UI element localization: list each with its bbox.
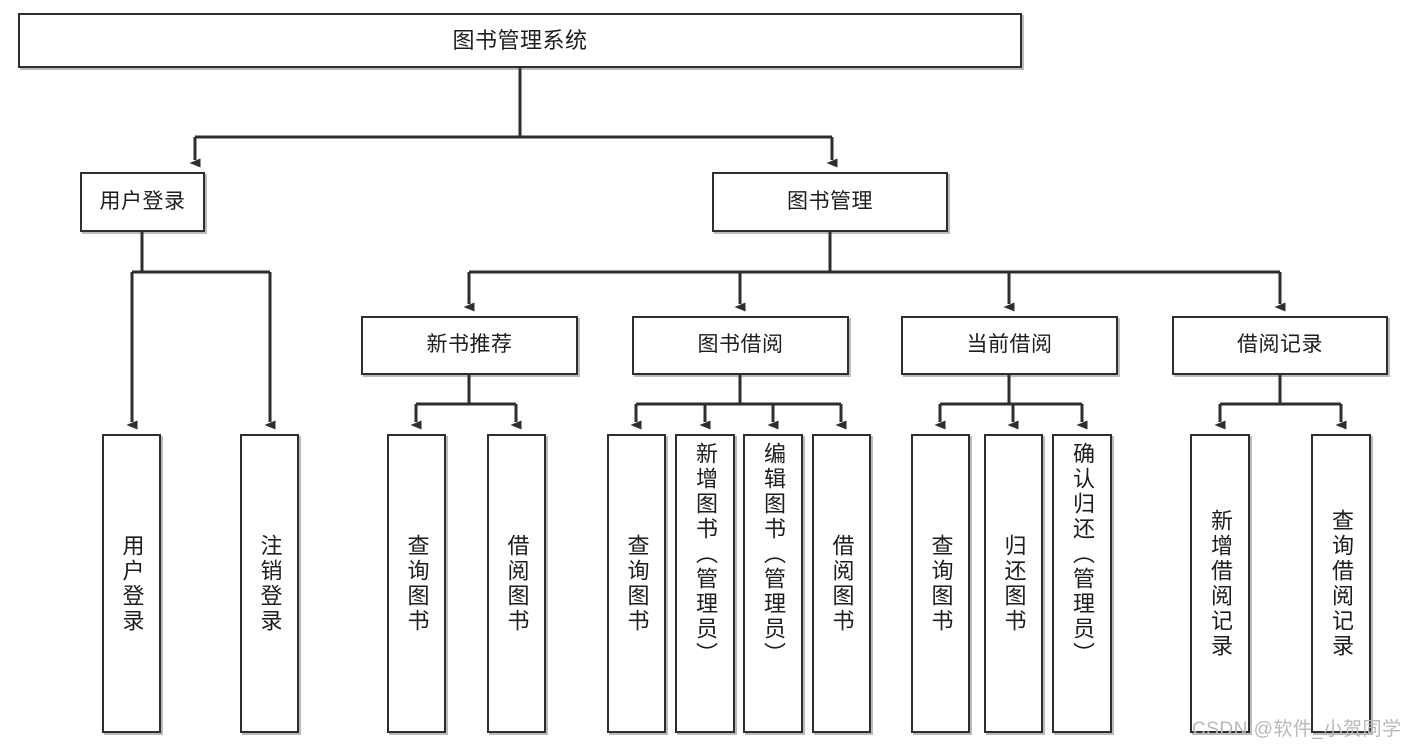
node-leaf-1-label: 注销登录 xyxy=(257,533,283,634)
node-level2-2[interactable]: 当前借阅 xyxy=(901,316,1118,375)
node-root[interactable]: 图书管理系统 xyxy=(18,13,1022,68)
node-level2-0[interactable]: 新书推荐 xyxy=(361,316,578,375)
node-leaf-12-label: 查询借阅记录 xyxy=(1329,508,1354,659)
node-leaf-9-label: 归还图书 xyxy=(1001,533,1027,634)
node-leaf-10[interactable]: 确认归还（管理员） xyxy=(1052,434,1112,733)
node-level2-1-label: 图书借阅 xyxy=(697,333,784,357)
node-leaf-3-label: 借阅图书 xyxy=(504,533,530,634)
node-leaf-9[interactable]: 归还图书 xyxy=(984,434,1043,733)
node-level2-0-label: 新书推荐 xyxy=(426,333,513,357)
node-leaf-7-label: 借阅图书 xyxy=(829,533,855,634)
node-leaf-5[interactable]: 新增图书（管理员） xyxy=(675,434,735,733)
node-level1-0-label: 用户登录 xyxy=(99,189,186,213)
node-leaf-11-label: 新增借阅记录 xyxy=(1208,508,1233,659)
node-leaf-1[interactable]: 注销登录 xyxy=(240,434,299,733)
node-level1-1-label: 图书管理 xyxy=(787,189,873,213)
node-leaf-4[interactable]: 查询图书 xyxy=(607,434,666,733)
node-leaf-8[interactable]: 查询图书 xyxy=(911,434,970,733)
node-leaf-12[interactable]: 查询借阅记录 xyxy=(1311,434,1371,733)
node-leaf-2-label: 查询图书 xyxy=(404,533,430,634)
node-leaf-6[interactable]: 编辑图书（管理员） xyxy=(743,434,803,733)
node-leaf-7[interactable]: 借阅图书 xyxy=(812,434,871,733)
node-level2-2-label: 当前借阅 xyxy=(966,333,1053,357)
node-root-label: 图书管理系统 xyxy=(452,27,588,53)
node-leaf-8-label: 查询图书 xyxy=(928,533,954,634)
node-leaf-3[interactable]: 借阅图书 xyxy=(487,434,546,733)
node-leaf-4-label: 查询图书 xyxy=(624,533,650,634)
node-leaf-11[interactable]: 新增借阅记录 xyxy=(1190,434,1250,733)
node-level1-1[interactable]: 图书管理 xyxy=(712,172,948,232)
node-leaf-10-label: 确认归还（管理员） xyxy=(1070,442,1095,667)
node-level1-0[interactable]: 用户登录 xyxy=(80,172,205,232)
node-level2-3-label: 借阅记录 xyxy=(1237,333,1323,357)
node-level2-3[interactable]: 借阅记录 xyxy=(1172,316,1388,375)
node-leaf-0-label: 用户登录 xyxy=(119,533,145,634)
csdn-watermark: CSDN @软件_小贺同学 xyxy=(1192,719,1402,740)
node-leaf-0[interactable]: 用户登录 xyxy=(102,434,161,733)
node-leaf-5-label: 新增图书（管理员） xyxy=(693,442,718,667)
node-leaf-2[interactable]: 查询图书 xyxy=(387,434,446,733)
node-leaf-6-label: 编辑图书（管理员） xyxy=(761,442,786,667)
node-level2-1[interactable]: 图书借阅 xyxy=(632,316,849,375)
